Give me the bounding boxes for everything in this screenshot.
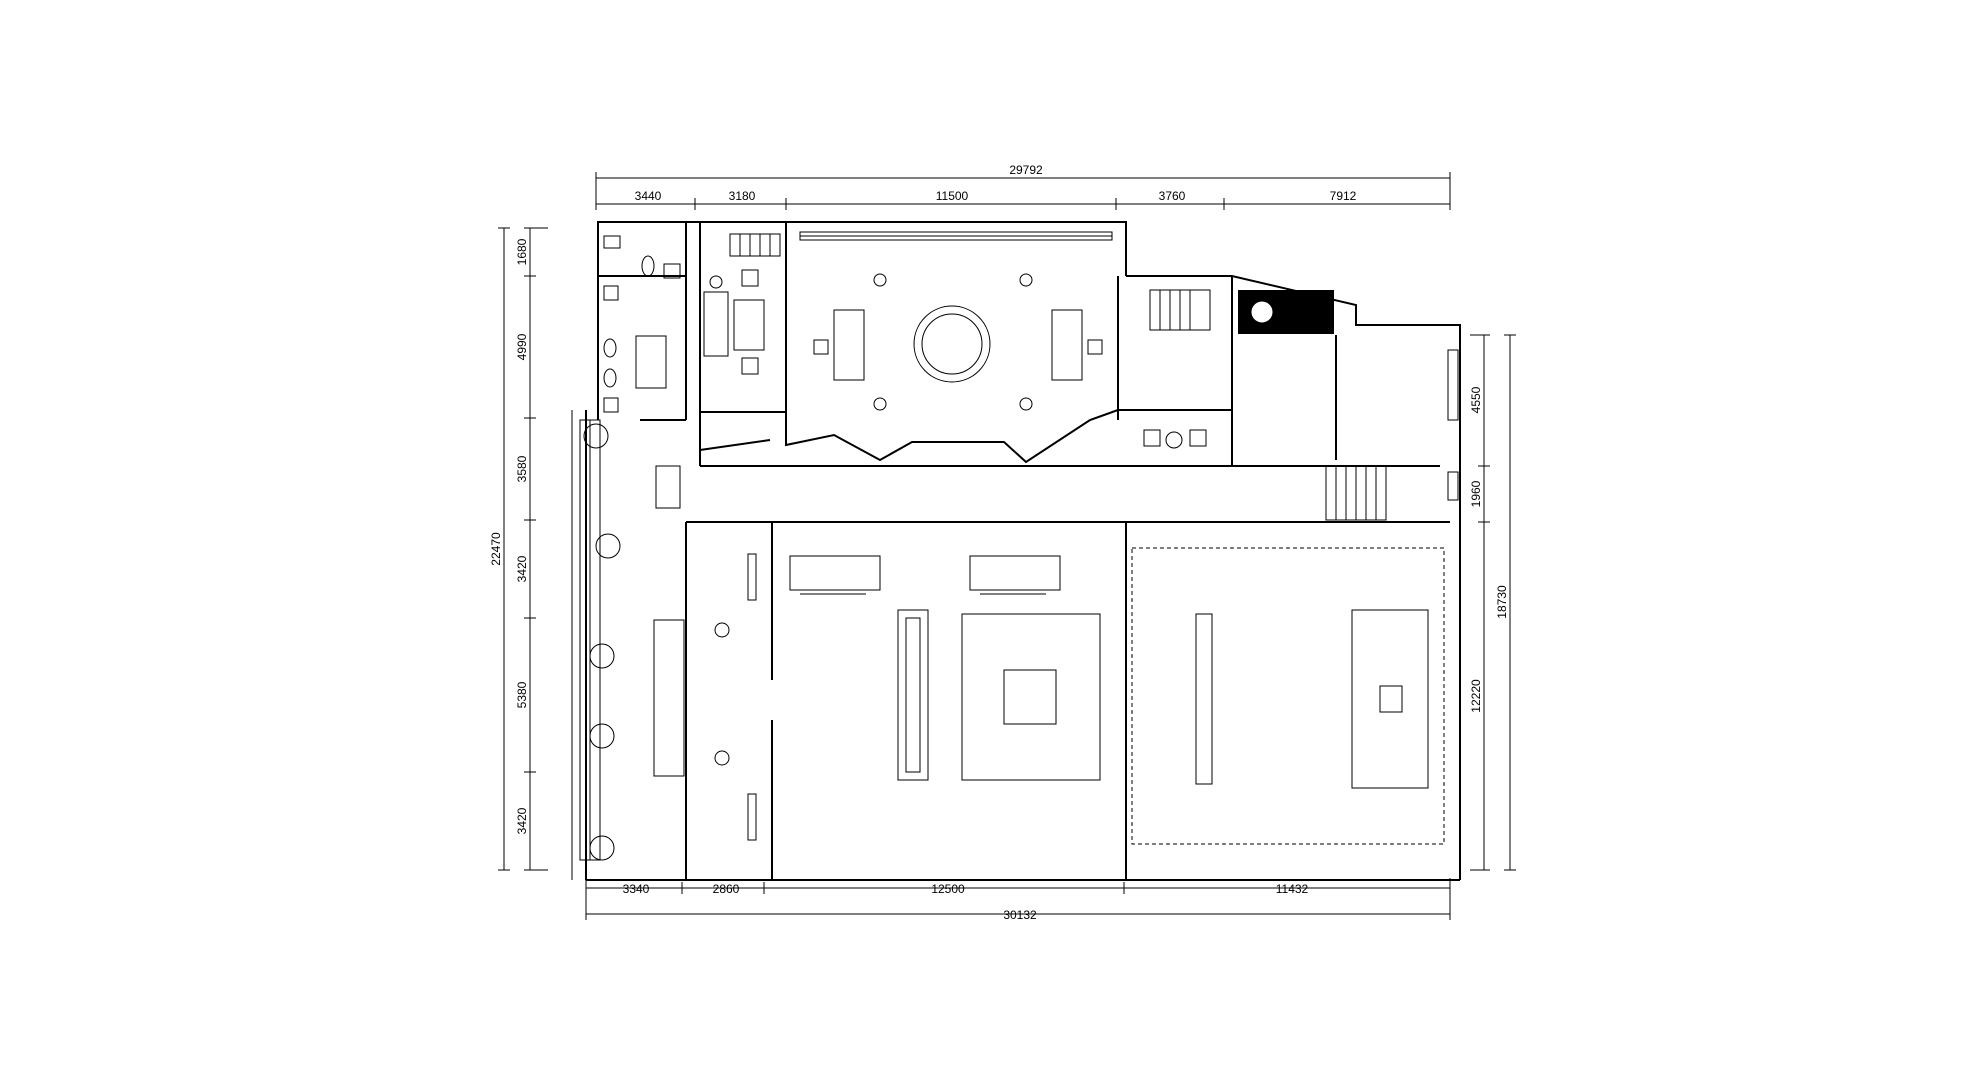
dim-left-3: 3580	[515, 455, 529, 482]
central-hall-furniture	[789, 555, 1101, 781]
left-hall-furniture	[653, 553, 757, 841]
dim-bottom-2: 2860	[713, 882, 740, 896]
dim-left-total: 22470	[489, 532, 503, 566]
windows	[579, 231, 1459, 861]
dim-top-4: 3760	[1159, 189, 1186, 203]
dim-bottom-total: 30132	[1003, 908, 1037, 922]
planters	[583, 423, 621, 861]
dim-right-2: 1960	[1469, 480, 1483, 507]
dining-furniture	[813, 273, 1103, 411]
exterior-walls	[571, 221, 1461, 881]
dim-top-2: 3180	[729, 189, 756, 203]
interior-walls	[598, 222, 1450, 880]
dim-right-1: 4550	[1469, 386, 1483, 413]
dim-left-4: 3420	[515, 555, 529, 582]
dim-left-1: 1680	[515, 238, 529, 265]
right-hall-furniture	[1131, 547, 1445, 845]
dim-right-3: 12220	[1469, 679, 1483, 713]
dim-top-1: 3440	[635, 189, 662, 203]
dim-top-total: 29792	[1009, 163, 1043, 177]
dim-left-2: 4990	[515, 333, 529, 360]
dimension-labels: 29792 3440 3180 11500 3760 7912 3340 286…	[489, 163, 1509, 922]
dim-bottom-3: 12500	[931, 882, 965, 896]
dim-top-3: 11500	[936, 189, 969, 203]
lounge-furniture	[703, 269, 765, 375]
stairs	[655, 233, 1387, 521]
dim-bottom-1: 3340	[623, 882, 650, 896]
dimension-lines	[498, 172, 1516, 920]
dim-top-5: 7912	[1330, 189, 1357, 203]
wc-fixtures	[603, 235, 681, 413]
dim-bottom-4: 11432	[1276, 882, 1309, 896]
dim-left-5: 5380	[515, 681, 529, 708]
right-room-furniture	[1143, 290, 1334, 449]
dim-right-total: 18730	[1495, 585, 1509, 619]
dim-left-6: 3420	[515, 807, 529, 834]
